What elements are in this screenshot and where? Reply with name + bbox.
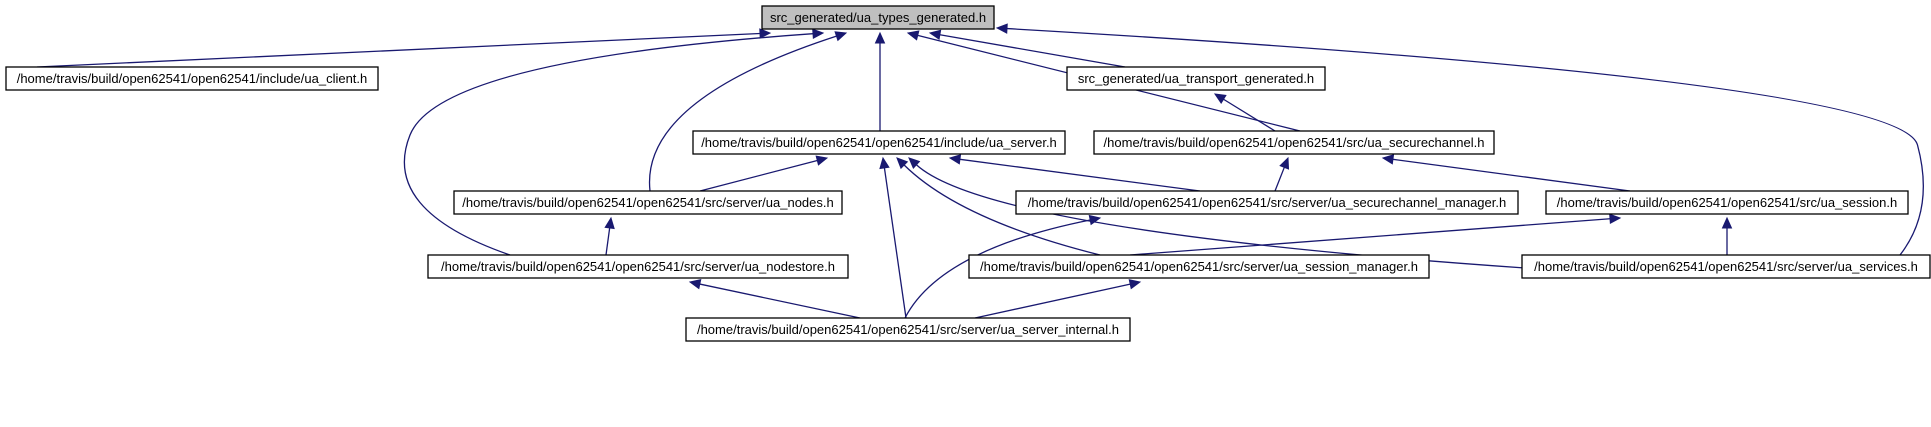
edge-securechannel-to-transport — [1213, 93, 1276, 132]
node-ua-session-manager[interactable]: /home/travis/build/open62541/open62541/s… — [968, 254, 1430, 279]
arrowhead — [604, 216, 615, 230]
edge-line — [1392, 158, 1631, 192]
node-ua-nodes[interactable]: /home/travis/build/open62541/open62541/s… — [453, 190, 843, 215]
edge-line — [915, 164, 1541, 270]
arrowhead — [906, 30, 920, 41]
arrowhead — [948, 154, 962, 165]
arrowhead — [1381, 154, 1395, 165]
arrowhead — [1279, 156, 1290, 170]
arrowhead — [908, 157, 921, 169]
arrowhead — [874, 31, 886, 44]
node-ua-client[interactable]: /home/travis/build/open62541/open62541/i… — [5, 66, 379, 91]
edge-line — [699, 159, 818, 192]
node-label: /home/travis/build/open62541/open62541/i… — [17, 71, 368, 86]
arrowhead — [928, 29, 942, 40]
edge-line — [403, 33, 814, 256]
edge-services-to-types — [995, 23, 1924, 256]
node-ua-session[interactable]: /home/travis/build/open62541/open62541/s… — [1545, 190, 1909, 215]
arrowhead — [1213, 93, 1227, 104]
edge-transport-to-types — [928, 29, 1126, 68]
edge-sc_manager-to-server — [948, 154, 1201, 192]
edge-server_internal-to-server — [879, 156, 907, 319]
node-label: /home/travis/build/open62541/open62541/s… — [980, 259, 1418, 274]
edge-line — [1129, 218, 1611, 256]
edge-server-to-types — [874, 31, 886, 131]
edge-session-to-securechannel — [1381, 154, 1631, 192]
node-label: /home/travis/build/open62541/open62541/s… — [1028, 195, 1506, 210]
edge-session_manager-to-session — [1129, 213, 1622, 256]
node-ua-securechannel-manager[interactable]: /home/travis/build/open62541/open62541/s… — [1015, 190, 1519, 215]
edge-server_internal-to-session_manager — [974, 279, 1142, 319]
arrowhead — [834, 31, 848, 42]
arrowhead — [879, 156, 890, 170]
edge-line — [1223, 98, 1276, 132]
node-label: /home/travis/build/open62541/open62541/s… — [697, 322, 1119, 337]
dependency-edges — [36, 23, 1924, 319]
node-label: /home/travis/build/open62541/open62541/s… — [1557, 195, 1897, 210]
arrowhead — [1088, 214, 1102, 226]
arrowhead — [995, 23, 1008, 34]
edge-line — [36, 32, 761, 68]
node-ua-nodestore[interactable]: /home/travis/build/open62541/open62541/s… — [427, 254, 849, 279]
arrowhead — [815, 155, 829, 166]
node-ua-types-generated[interactable]: src_generated/ua_types_generated.h — [761, 5, 995, 30]
arrowhead — [896, 157, 909, 170]
arrowhead — [1128, 279, 1142, 290]
edge-line — [939, 34, 1126, 68]
edge-line — [974, 283, 1131, 319]
edge-line — [605, 227, 611, 256]
arrowhead — [759, 28, 772, 39]
node-ua-server[interactable]: /home/travis/build/open62541/open62541/i… — [692, 130, 1066, 155]
node-label: src_generated/ua_transport_generated.h — [1078, 71, 1314, 86]
arrowhead — [1721, 216, 1733, 229]
node-label: /home/travis/build/open62541/open62541/s… — [462, 195, 833, 210]
arrowhead — [1609, 213, 1622, 225]
node-ua-services[interactable]: /home/travis/build/open62541/open62541/s… — [1521, 254, 1931, 279]
edge-session_manager-to-server — [896, 157, 1101, 256]
edge-sc_manager-to-securechannel — [1274, 156, 1290, 192]
arrowhead — [812, 28, 825, 39]
edge-line — [1006, 27, 1924, 256]
arrowhead — [688, 279, 702, 290]
edge-nodes-to-server — [699, 155, 829, 192]
node-ua-transport-generated[interactable]: src_generated/ua_transport_generated.h — [1066, 66, 1326, 91]
edge-nodestore-to-types — [403, 28, 825, 256]
node-ua-server-internal[interactable]: /home/travis/build/open62541/open62541/s… — [685, 317, 1131, 342]
edge-line — [699, 283, 861, 319]
edge-services-to-session — [1721, 216, 1733, 255]
edge-nodes-to-types — [648, 31, 848, 192]
edge-server_internal-to-nodestore — [688, 279, 861, 319]
edge-line — [648, 35, 837, 192]
edge-client-to-types — [36, 28, 772, 68]
edge-line — [883, 167, 907, 319]
edge-line — [959, 158, 1201, 192]
edge-line — [903, 164, 1101, 256]
node-label: /home/travis/build/open62541/open62541/i… — [701, 135, 1057, 150]
node-label: /home/travis/build/open62541/open62541/s… — [1104, 135, 1485, 150]
edge-nodestore-to-nodes — [604, 216, 615, 256]
node-label: src_generated/ua_types_generated.h — [770, 10, 986, 25]
node-ua-securechannel[interactable]: /home/travis/build/open62541/open62541/s… — [1093, 130, 1495, 155]
node-label: /home/travis/build/open62541/open62541/s… — [1534, 259, 1918, 274]
edge-line — [1274, 167, 1285, 192]
node-label: /home/travis/build/open62541/open62541/s… — [441, 259, 835, 274]
